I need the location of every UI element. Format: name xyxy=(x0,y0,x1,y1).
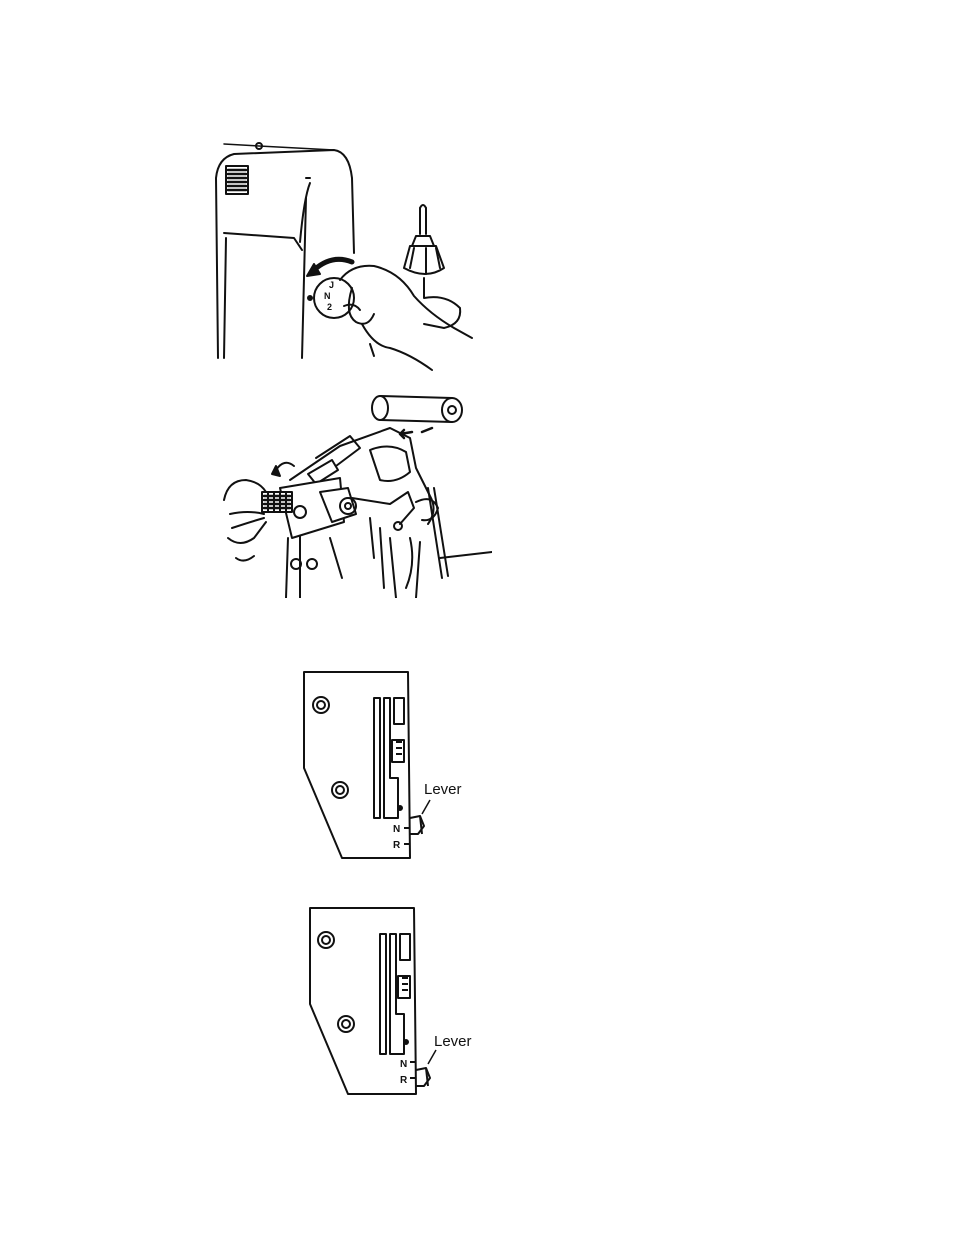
position-n-label: N xyxy=(400,1059,407,1070)
machine-arm-illustration: J N 2 xyxy=(214,138,476,374)
lever-label: Lever xyxy=(434,1033,472,1050)
position-n-label: N xyxy=(393,824,400,835)
needle-plate-n-illustration: Lever N R xyxy=(296,668,466,864)
figure-needle-plate-r: Lever N R xyxy=(304,904,474,1100)
figure-needle-plate-n: Lever N R xyxy=(296,668,466,864)
figure-looper-mechanism xyxy=(220,388,492,598)
lever-label: Lever xyxy=(424,781,462,798)
dial-mark-j: J xyxy=(329,280,334,290)
figure-stitch-dial: J N 2 xyxy=(214,138,476,374)
dial-mark-2: 2 xyxy=(327,302,332,312)
position-r-label: R xyxy=(400,1075,408,1086)
needle-plate-r-illustration: Lever N R xyxy=(304,904,474,1100)
mechanism-illustration xyxy=(220,388,492,598)
position-r-label: R xyxy=(393,840,401,851)
dial-mark-n: N xyxy=(324,291,331,301)
